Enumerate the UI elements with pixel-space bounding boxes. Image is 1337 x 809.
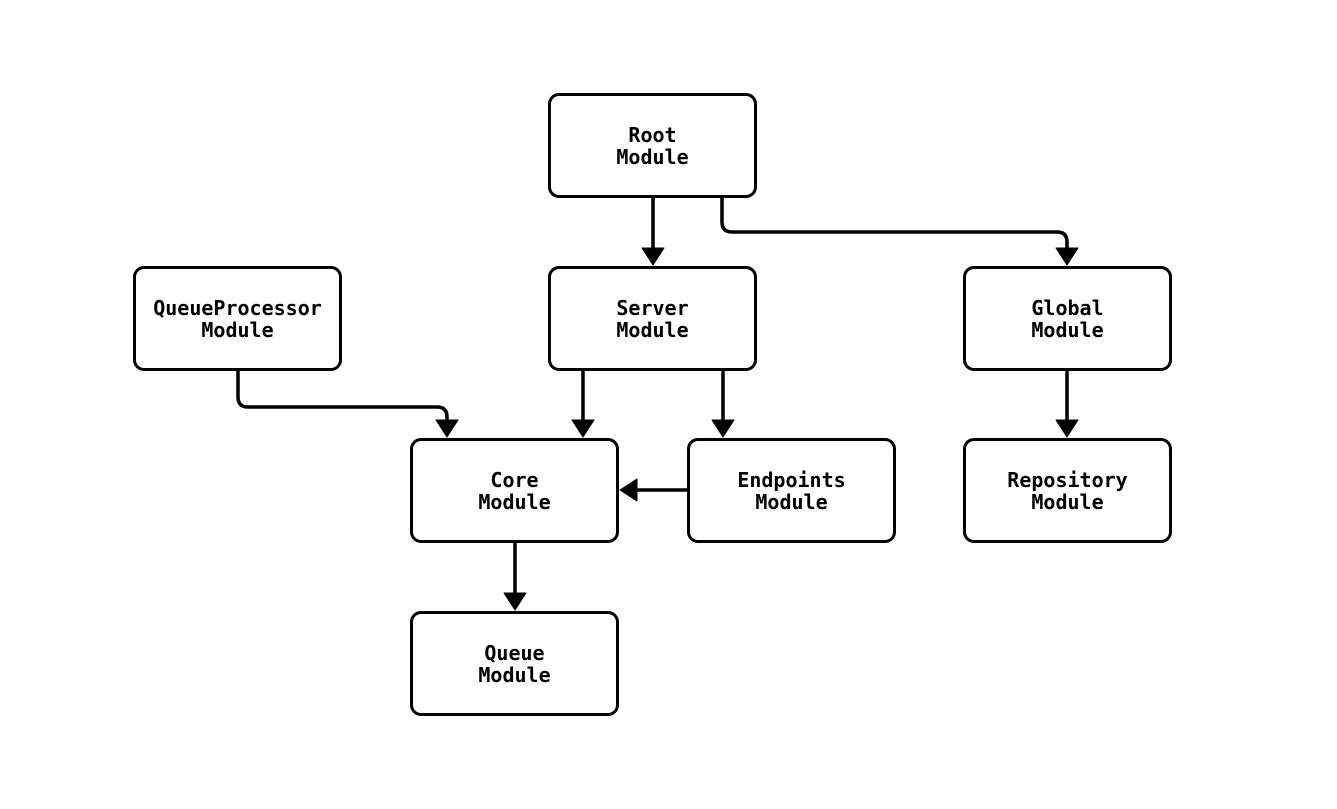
edge-server-to-endpoints: [711, 371, 735, 438]
edge-root-to-global: [720, 198, 1079, 266]
node-repository-module: Repository Module: [963, 438, 1172, 543]
edge-root-to-server: [641, 198, 665, 266]
node-label-line2: Module: [478, 662, 551, 687]
node-label-line2: Module: [1031, 489, 1104, 514]
node-global-module: Global Module: [963, 266, 1172, 371]
node-label-line1: Root: [628, 122, 677, 147]
node-label-line2: Module: [478, 489, 551, 514]
node-queue-module: Queue Module: [410, 611, 619, 716]
node-server-module: Server Module: [548, 266, 757, 371]
node-label-line1: QueueProcessor: [153, 295, 322, 320]
node-root-module: Root Module: [548, 93, 757, 198]
node-label-line2: Module: [201, 317, 274, 342]
edge-core-to-queue: [503, 543, 527, 611]
edge-queueprocessor-to-core: [236, 371, 459, 438]
node-queueprocessor-module: QueueProcessor Module: [133, 266, 342, 371]
edge-server-to-core: [571, 371, 595, 438]
node-label-line1: Server: [616, 295, 689, 320]
node-label-line2: Module: [616, 317, 689, 342]
edge-endpoints-to-core: [619, 478, 687, 502]
node-label-line1: Queue: [484, 640, 545, 665]
node-label-line1: Global: [1031, 295, 1104, 320]
node-label-line2: Module: [1031, 317, 1104, 342]
node-label-line1: Repository: [1007, 467, 1128, 492]
edge-global-to-repository: [1055, 371, 1079, 438]
node-label-line2: Module: [616, 144, 689, 169]
node-core-module: Core Module: [410, 438, 619, 543]
node-label-line1: Endpoints: [737, 467, 846, 492]
node-endpoints-module: Endpoints Module: [687, 438, 896, 543]
node-label-line1: Core: [490, 467, 539, 492]
node-label-line2: Module: [755, 489, 828, 514]
